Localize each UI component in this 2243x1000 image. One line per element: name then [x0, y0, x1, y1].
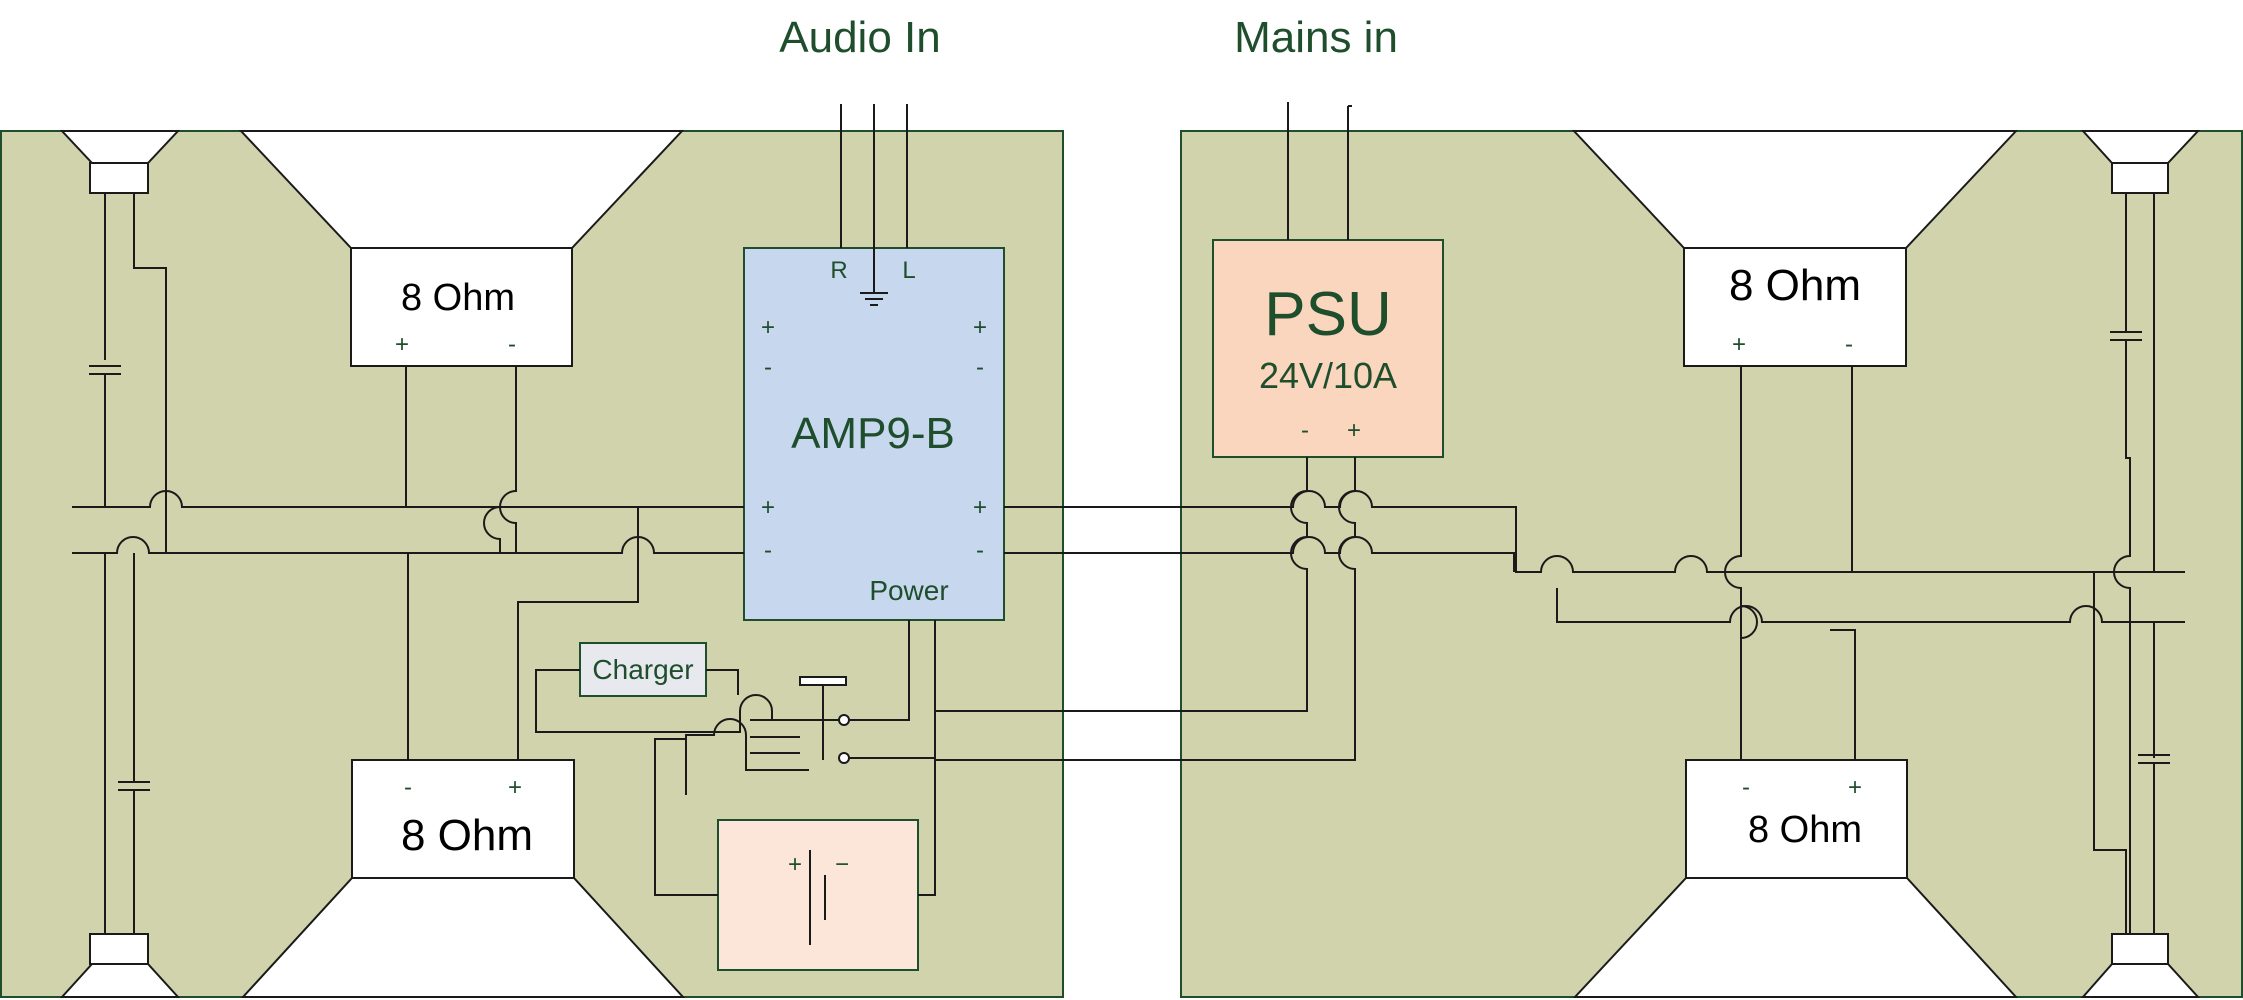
amp-power-label: Power: [869, 575, 948, 606]
amp-name: AMP9-B: [791, 409, 955, 458]
left-wiring: [72, 193, 936, 934]
psu-rating: 24V/10A: [1259, 355, 1397, 396]
woofer-right-top: [1571, 130, 2019, 367]
tweeter-left-top: [59, 130, 181, 194]
right-wiring: [1724, 193, 2170, 934]
audio-in-title: Audio In: [779, 13, 940, 62]
woofer-left-bottom-label: 8 Ohm: [401, 811, 533, 860]
mains-in-title: Mains in: [1234, 13, 1398, 62]
woofer-right-top-label: 8 Ohm: [1729, 261, 1861, 310]
woofer-left-bottom-minus: -: [404, 774, 412, 801]
psu-minus: -: [1301, 417, 1309, 444]
amp-minus-bl: -: [764, 537, 772, 564]
amp-plus-bl: +: [761, 494, 775, 521]
amp-minus-tr: -: [976, 354, 984, 381]
amp-minus-br: -: [976, 537, 984, 564]
amp-input-l: L: [902, 257, 915, 284]
psu-output-wires: [935, 457, 1356, 761]
woofer-right-bottom-label: 8 Ohm: [1748, 809, 1862, 851]
amp-plus-br: +: [973, 494, 987, 521]
tweeter-right-top: [2080, 130, 2201, 194]
battery-plus: +: [788, 851, 802, 878]
amplifier-box: [743, 247, 1005, 621]
audio-input-wires: [840, 104, 908, 306]
amp-plus-tl: +: [761, 314, 775, 341]
amp-input-r: R: [830, 257, 847, 284]
amp-plus-tr: +: [973, 314, 987, 341]
psu-name: PSU: [1264, 280, 1391, 349]
woofer-left-bottom: [240, 759, 686, 998]
woofer-right-top-minus: -: [1845, 331, 1853, 358]
woofer-left-top: [238, 130, 685, 367]
charger-label: Charger: [592, 654, 693, 685]
woofer-right-bottom-minus: -: [1742, 774, 1750, 801]
tweeter-left-bottom: [59, 933, 181, 998]
woofer-left-top-plus: +: [395, 331, 409, 358]
woofer-left-bottom-plus: +: [508, 774, 522, 801]
battery-box: [717, 819, 919, 971]
woofer-left-top-label: 8 Ohm: [401, 277, 515, 319]
battery-icon: [809, 850, 826, 945]
woofer-right-bottom-plus: +: [1848, 774, 1862, 801]
mains-wires: [1287, 102, 1352, 240]
psu-plus: +: [1347, 417, 1361, 444]
psu-box: [1212, 239, 1444, 458]
woofer-right-top-plus: +: [1732, 331, 1746, 358]
amp-minus-tl: -: [764, 354, 772, 381]
battery-minus: −: [835, 851, 849, 878]
tweeter-right-bottom: [2080, 933, 2201, 998]
woofer-right-bottom: [1572, 759, 2019, 998]
woofer-left-top-minus: -: [508, 331, 516, 358]
